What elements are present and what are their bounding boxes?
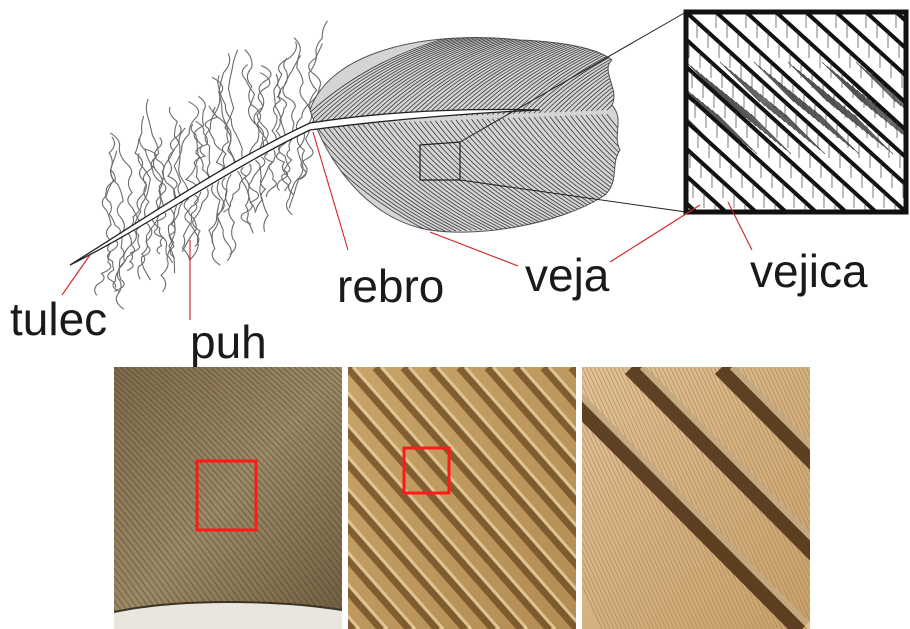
down-strand (141, 223, 150, 280)
micro-barbule-line (818, 367, 910, 629)
down-strand (260, 150, 275, 232)
barbule-line (618, 62, 658, 102)
down-strand (182, 199, 190, 261)
down-strand (212, 181, 224, 265)
down-strand (102, 151, 117, 240)
micro-barbule-line (794, 367, 910, 629)
barbule-line (639, 106, 679, 146)
micro-barb-line (0, 367, 116, 629)
label-vane: veja (525, 249, 610, 301)
micro-barbule-line (834, 367, 910, 629)
label-calamus: tulec (10, 293, 107, 345)
down-strand (283, 58, 295, 135)
down-strand (265, 153, 277, 197)
down-strand (289, 136, 307, 209)
barbule-line (633, 74, 673, 114)
barbule-line (628, 70, 668, 110)
down-feather-barbs (95, 21, 328, 309)
micro-barb-line (0, 367, 104, 629)
micro-barb-line (0, 367, 122, 629)
down-strand (190, 188, 208, 259)
down-strand (244, 164, 253, 233)
label-barb: vejica (750, 245, 868, 297)
label-down: puh (190, 316, 267, 368)
label-rachis: rebro (337, 260, 444, 312)
micro-barbule-line (810, 367, 910, 629)
down-strand (161, 209, 174, 292)
barbule-line (624, 94, 664, 134)
micro-barbule-line (802, 367, 910, 629)
micro-barbule-line (830, 367, 910, 629)
barbule-line (634, 102, 674, 142)
barbule-line (615, 114, 655, 154)
down-strand (194, 96, 209, 184)
pointer-vane-zoom (610, 205, 700, 262)
down-strand (191, 192, 201, 247)
barbule-line (623, 66, 663, 106)
down-strand (237, 171, 252, 224)
micro-barbule-line (822, 367, 910, 629)
down-strand (279, 146, 294, 194)
barbule-line (648, 86, 688, 126)
barbule-line (638, 78, 678, 118)
micro-barbule-line (814, 367, 910, 629)
micro-barb-line (0, 367, 134, 629)
down-strand (245, 49, 261, 159)
micro-barb-line (0, 367, 128, 629)
micro-barbule-line (806, 367, 910, 629)
down-strand (294, 38, 312, 129)
down-strand (152, 220, 172, 263)
barbule-line (649, 114, 689, 154)
micro-barbule-line (798, 367, 910, 629)
down-strand (169, 107, 188, 195)
micro-barb-line (0, 367, 110, 629)
down-strand (225, 50, 238, 167)
micro-barbule-line (838, 367, 910, 629)
barbule-line (644, 110, 684, 150)
barbule-line (643, 82, 683, 122)
barbule-line (619, 90, 659, 130)
micro-barbule-line (826, 367, 910, 629)
barbule-line (629, 98, 669, 138)
barbule-line (614, 86, 654, 126)
